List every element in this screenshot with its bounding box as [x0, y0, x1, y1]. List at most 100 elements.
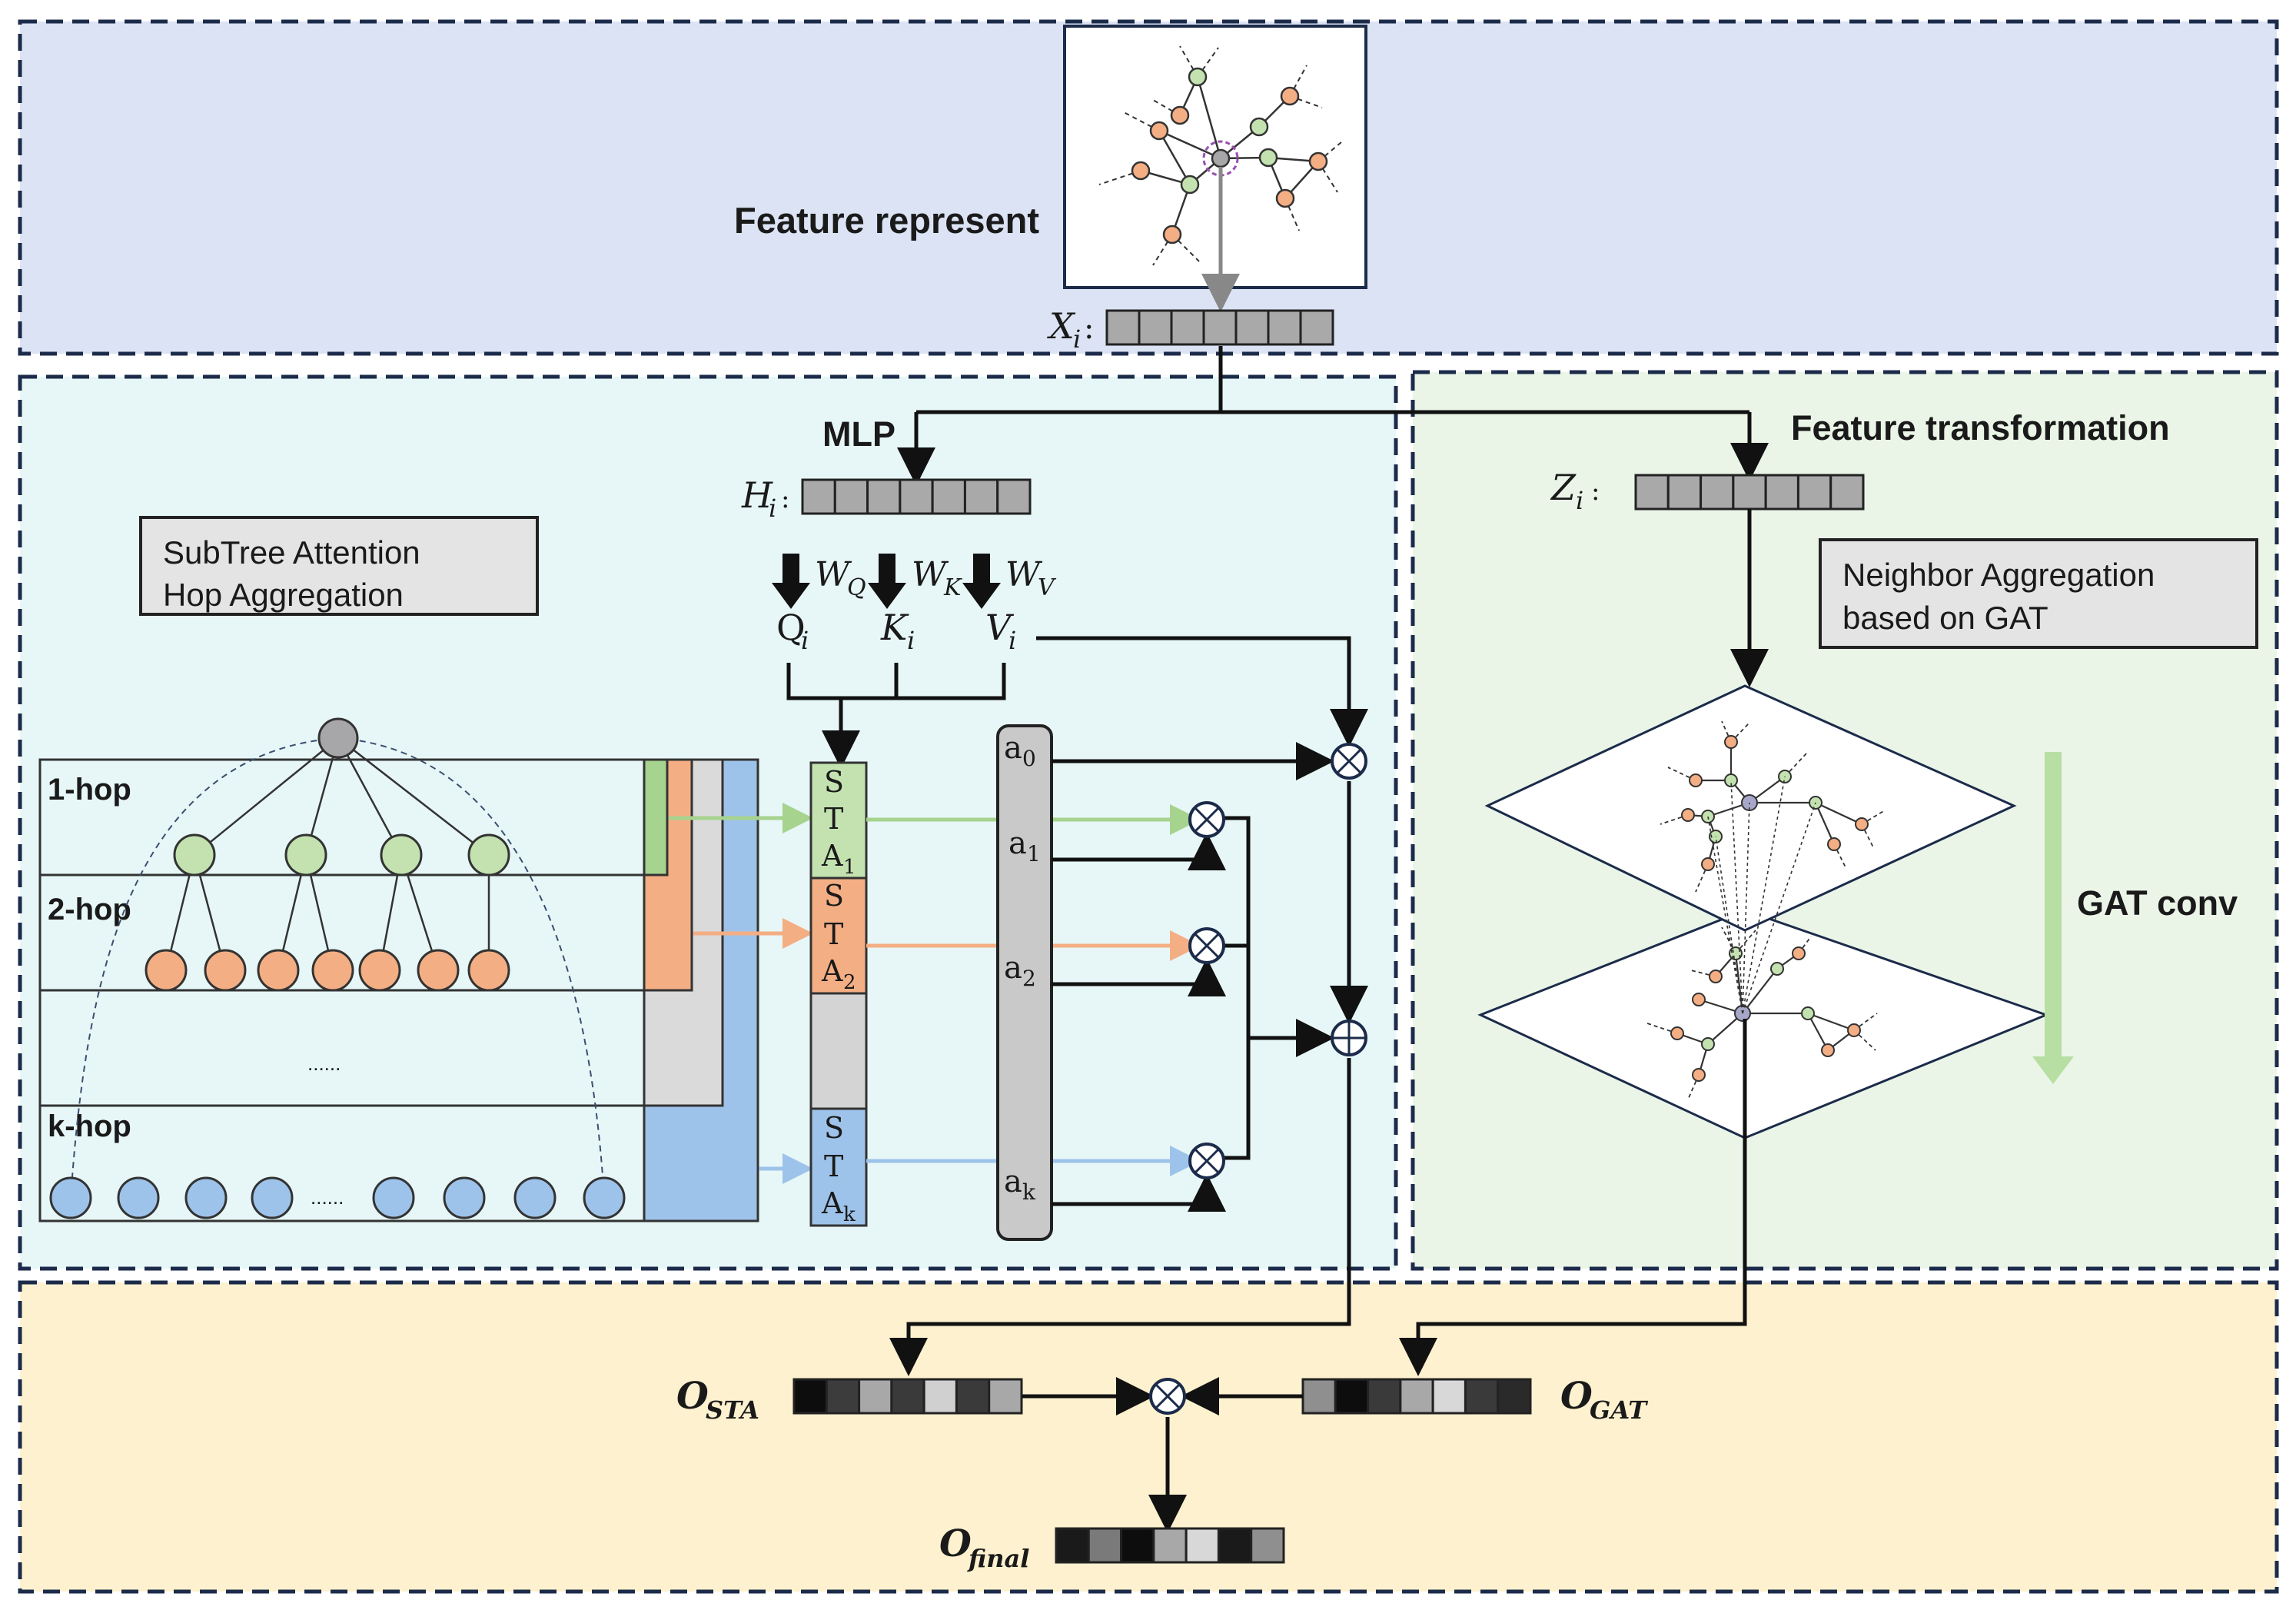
vector-cell: [1334, 1378, 1370, 1415]
svg-text:S: S: [824, 765, 844, 799]
vector-cell: [1202, 309, 1238, 346]
vector-cell: [1055, 1527, 1090, 1564]
svg-text:a: a: [1004, 1164, 1022, 1199]
svg-text:A: A: [821, 954, 843, 988]
svg-text:GAT: GAT: [1590, 1395, 1648, 1425]
a-k-label: a k: [1004, 1164, 1036, 1205]
vector-cell: [890, 1378, 925, 1415]
gat-conv-arrow: [2032, 752, 2074, 1084]
vector-cell: [922, 1378, 958, 1415]
vector-cell: [1185, 1527, 1220, 1564]
sta-block-k: S T A k: [821, 1111, 856, 1226]
x-i-label: X i :: [1047, 305, 1094, 354]
vector-cell: [1399, 1378, 1434, 1415]
vector-cell: [1732, 474, 1767, 511]
svg-text:Hop Aggregation: Hop Aggregation: [163, 577, 404, 613]
o-gat-vector: [1301, 1378, 1532, 1415]
subtree-attention-title-box: SubTree Attention Hop Aggregation: [139, 516, 539, 616]
svg-text:X: X: [1047, 305, 1076, 347]
svg-text:Q: Q: [847, 574, 866, 601]
sta-block-1: S T A 1: [821, 765, 856, 879]
multiply-sta-k-op: [1188, 1143, 1225, 1179]
vector-cell: [858, 1378, 893, 1415]
svg-text:final: final: [967, 1544, 1029, 1573]
multiply-v-a0-op: [1331, 743, 1367, 780]
vector-cell: [792, 1378, 828, 1415]
vector-cell: [988, 1378, 1023, 1415]
gat-attention-links: [1707, 776, 1816, 1014]
feature-transformation-label: Feature transformation: [1791, 408, 2170, 447]
svg-text:K: K: [880, 607, 909, 648]
svg-text:Neighbor Aggregation: Neighbor Aggregation: [1842, 557, 2155, 593]
hop-ellipsis: ......: [307, 1052, 341, 1075]
vector-cell: [1367, 1378, 1402, 1415]
output-fusion-connectors: [1022, 1377, 1303, 1533]
feature-represent-label: Feature represent: [734, 200, 1039, 241]
w-k-label: W K: [912, 555, 962, 601]
vector-cell: [1250, 1527, 1285, 1564]
svg-text:V: V: [985, 607, 1015, 648]
sta-block-2: S T A 2: [821, 879, 856, 994]
svg-text:A: A: [821, 1186, 843, 1220]
vector-cell: [963, 478, 999, 515]
svg-text:SubTree Attention: SubTree Attention: [163, 534, 420, 570]
svg-text:based on GAT: based on GAT: [1842, 600, 2048, 636]
o-final-vector: [1055, 1527, 1285, 1564]
k-i-label: K i: [880, 607, 915, 655]
svg-text::: :: [1591, 476, 1600, 507]
svg-text:i: i: [801, 626, 809, 655]
svg-text:Z: Z: [1550, 467, 1577, 508]
svg-text:i: i: [1576, 486, 1583, 515]
svg-text:S: S: [824, 879, 844, 913]
vector-cell: [1634, 474, 1670, 511]
vector-cell: [1152, 1527, 1188, 1564]
vector-cell: [1796, 474, 1832, 511]
vector-cell: [1138, 309, 1173, 346]
vector-cell: [1170, 309, 1205, 346]
svg-text:A: A: [821, 839, 843, 873]
svg-text:K: K: [943, 574, 962, 601]
svg-text:H: H: [741, 474, 773, 516]
svg-text:T: T: [824, 917, 843, 951]
svg-text:i: i: [1008, 626, 1016, 655]
svg-text:T: T: [824, 1149, 843, 1183]
svg-text:0: 0: [1022, 746, 1036, 771]
a-2-label: a 2: [1004, 950, 1036, 991]
output-fusion-op: [1149, 1378, 1186, 1415]
mlp-label: MLP: [822, 414, 895, 454]
svg-text:W: W: [1005, 555, 1043, 594]
sta-column: [809, 761, 868, 1227]
svg-text:i: i: [907, 626, 915, 655]
vector-cell: [1105, 309, 1141, 346]
hop-2-nodes: [145, 949, 510, 992]
svg-text:O: O: [939, 1522, 972, 1565]
svg-text:2: 2: [1022, 966, 1036, 991]
vector-cell: [1120, 1527, 1155, 1564]
gat-title-box: Neighbor Aggregation based on GAT: [1819, 538, 2258, 649]
a-0-label: a 0: [1004, 730, 1036, 771]
svg-text::: :: [1084, 311, 1094, 346]
vector-cell: [1497, 1378, 1532, 1415]
vector-cell: [1267, 309, 1302, 346]
root-node: [317, 717, 359, 759]
vector-cell: [899, 478, 934, 515]
svg-text:1: 1: [1027, 841, 1041, 867]
input-graph-box: [1063, 25, 1367, 289]
v-i-label: V i: [985, 607, 1016, 655]
vector-cell: [825, 1378, 861, 1415]
vector-cell: [801, 478, 836, 515]
vector-cell: [1829, 474, 1865, 511]
z-i-vector: [1634, 474, 1865, 511]
qkv-merge-connector: [786, 663, 1006, 769]
o-final-label: O final: [939, 1522, 1029, 1573]
gat-conv-label: GAT conv: [2077, 883, 2238, 923]
svg-text:2: 2: [843, 971, 856, 994]
sum-op: [1331, 1020, 1367, 1056]
hop-1-label: 1-hop: [48, 773, 131, 807]
hop-embedding-stack: [643, 758, 759, 1222]
svg-text:W: W: [815, 555, 852, 594]
hop-k-nodes-ellipsis: ......: [311, 1186, 344, 1209]
gat-to-output-connector: [1399, 1019, 1747, 1376]
svg-text:W: W: [912, 555, 949, 594]
